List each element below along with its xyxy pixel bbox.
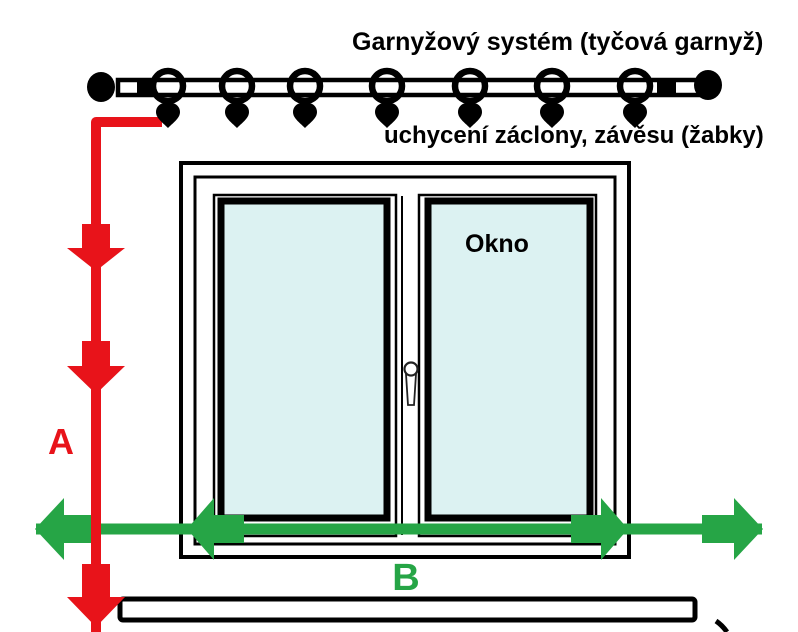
curtain-ring [218,67,256,128]
corner-mark [714,618,730,632]
curtain-clip [375,98,399,128]
rod-system-label: Garnyžový systém (tyčová garnyž) [352,28,764,56]
dimension-b-arrow-far-left [35,498,96,560]
dimension-b-arrow-window-left [187,498,244,560]
dimension-a-arrow-lower [67,564,125,627]
attachment-label: uchycení záclony, závěsu (žabky) [384,122,764,149]
curtain-clip [540,98,564,128]
curtain-ring [149,67,187,128]
window-handle-grip [405,373,417,406]
window-label: Okno [465,230,529,258]
curtain-ring [533,67,571,128]
window-glass-left [217,197,391,522]
dimension-b [35,498,763,560]
dimension-b-label: B [392,557,420,599]
windowsill [117,596,698,623]
curtain-ring [286,67,324,128]
rod-bar [115,77,702,98]
window-handle [403,361,419,406]
window-handle-knob [403,361,419,377]
dimension-a-line [91,117,162,632]
dimension-b-arrow-far-right [702,498,763,560]
window [179,161,631,559]
dimension-a-arrow-upper [67,224,125,271]
curtain-clip [458,98,482,128]
curtain-clip [156,98,180,128]
dimension-a-arrow-middle [67,341,125,394]
curtain-rod [87,67,722,128]
curtain-clip [293,98,317,128]
curtain-ring [451,67,489,128]
curtain-ring [616,67,654,128]
dimension-a [67,117,162,632]
curtain-ring [368,67,406,128]
rod-finial-left [87,72,115,102]
dimension-b-arrow-window-right [571,498,628,560]
curtain-clip [623,98,647,128]
rod-finial-right [694,70,722,100]
curtain-clip [225,98,249,128]
window-glass-right [424,197,594,522]
window-inner-frame [193,175,617,546]
rod-bracket-right [657,79,676,96]
dimension-a-label: A [48,421,74,462]
